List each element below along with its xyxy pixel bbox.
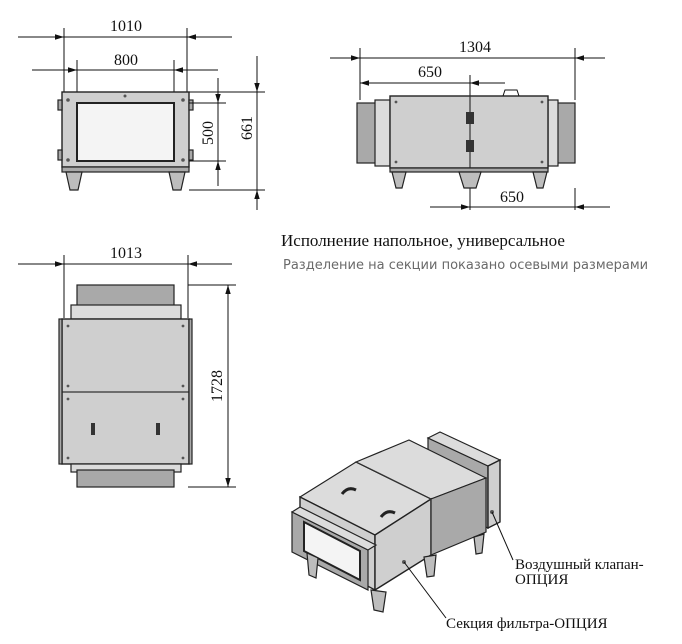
side-view: 1304 650 650 [330, 39, 610, 210]
front-view: 1010 800 500 661 [18, 18, 265, 210]
callout-damper-line1: Воздушный клапан- [515, 557, 644, 573]
dim-side-section-right: 650 [500, 189, 524, 206]
top-damper-upper [76, 284, 175, 308]
caption-subtitle: Разделение на секции показано осевыми ра… [283, 258, 648, 273]
callout-filter: Секция фильтра-ОПЦИЯ [446, 616, 608, 632]
dim-top-width: 1013 [110, 245, 142, 262]
dim-front-width-outer: 1010 [110, 18, 142, 35]
front-leg-left [65, 171, 83, 191]
callout-damper-line2: ОПЦИЯ [515, 572, 568, 588]
side-body [389, 95, 549, 169]
dim-front-width-inner: 800 [114, 52, 138, 69]
front-opening [76, 102, 175, 162]
dim-side-section-left: 650 [418, 64, 442, 81]
dim-side-length-total: 1304 [459, 39, 491, 56]
dim-front-height-opening: 500 [200, 121, 217, 145]
front-leg-right [168, 171, 186, 191]
dim-front-height-total: 661 [239, 116, 256, 140]
iso-view [290, 431, 514, 619]
top-view: 1013 1728 [18, 245, 236, 488]
caption-title: Исполнение напольное, универсальное [281, 231, 565, 250]
top-damper-lower [76, 469, 175, 488]
dim-top-length: 1728 [209, 370, 226, 402]
